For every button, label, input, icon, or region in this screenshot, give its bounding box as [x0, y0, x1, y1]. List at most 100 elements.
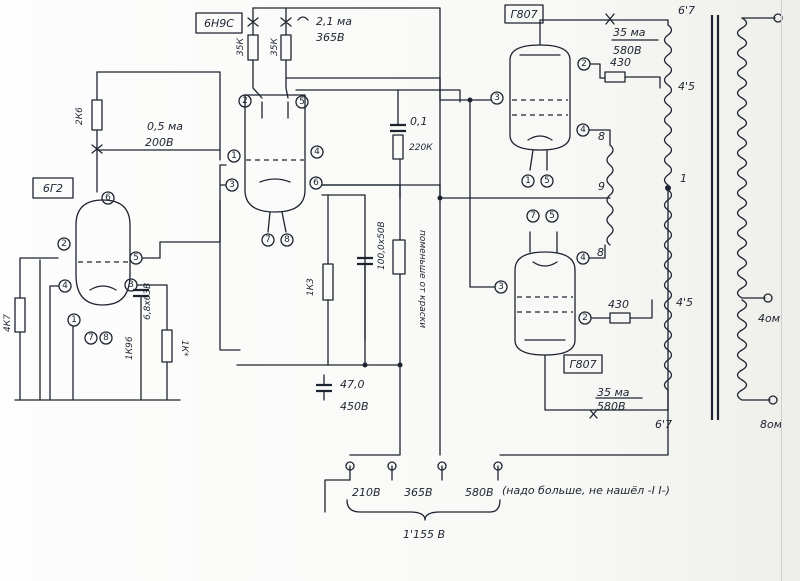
- input-ground-lines: [72, 295, 168, 401]
- driver-pin-4: [310, 145, 324, 159]
- svg-text:1К3: 1К3: [306, 278, 316, 296]
- driver-label-box: [195, 12, 243, 34]
- svg-text:3: 3: [494, 93, 500, 103]
- svg-text:2: 2: [582, 313, 588, 323]
- driver-cathode-resistor: [322, 263, 334, 301]
- coupling-capacitor: [390, 123, 406, 133]
- svg-text:8: 8: [103, 333, 109, 343]
- svg-text:5: 5: [549, 211, 555, 221]
- svg-text:1: 1: [680, 172, 687, 185]
- svg-text:6,8х63В: 6,8х63В: [143, 283, 153, 320]
- svg-text:35 ма: 35 ма: [613, 26, 646, 39]
- svg-text:8: 8: [597, 246, 604, 259]
- transformer-core: [710, 15, 720, 420]
- svg-text:200В: 200В: [145, 136, 174, 149]
- svg-text:365В: 365В: [404, 486, 433, 499]
- svg-text:6'7: 6'7: [678, 4, 695, 17]
- driver-plate-b: [295, 89, 461, 103]
- svg-text:5: 5: [544, 176, 550, 186]
- svg-text:2: 2: [242, 96, 248, 106]
- svg-text:1: 1: [71, 315, 77, 325]
- svg-text:6'7: 6'7: [655, 418, 672, 431]
- svg-text:580В: 580В: [613, 44, 642, 57]
- input-cathode: [89, 285, 117, 291]
- driver-cathodes: [259, 178, 291, 183]
- svg-text:4: 4: [62, 281, 68, 291]
- svg-text:430: 430: [610, 56, 631, 69]
- svg-text:Г807: Г807: [569, 358, 596, 371]
- svg-text:35К: 35К: [270, 38, 280, 56]
- svg-text:4: 4: [580, 125, 586, 135]
- svg-text:3: 3: [498, 282, 504, 292]
- driver-load-leads: [252, 7, 287, 36]
- driver-plates: [261, 101, 289, 119]
- current-marks: [247, 17, 292, 27]
- input-cathode-resistor: [161, 329, 173, 363]
- svg-text:6Г2: 6Г2: [43, 182, 63, 195]
- svg-text:5: 5: [299, 97, 305, 107]
- svg-text:7: 7: [530, 211, 536, 221]
- svg-text:1: 1: [525, 176, 531, 186]
- svg-text:0,5 ма: 0,5 ма: [147, 120, 183, 133]
- svg-text:8: 8: [598, 130, 605, 143]
- svg-text:35К: 35К: [236, 38, 246, 56]
- secondary-lower-winding: [736, 297, 771, 401]
- bottom-screen-to-tx: [629, 299, 653, 319]
- svg-text:450В: 450В: [340, 400, 369, 413]
- svg-text:1К96: 1К96: [125, 336, 135, 360]
- input-label-box: [32, 177, 74, 199]
- driver-pin-8: [280, 233, 294, 247]
- b-plus-rail: [252, 7, 441, 101]
- driver-pin-5: [295, 95, 309, 109]
- svg-text:3: 3: [128, 280, 134, 290]
- input-grid-wire: [19, 257, 59, 299]
- top-plate: [519, 19, 611, 56]
- svg-text:7: 7: [265, 235, 271, 245]
- svg-text:9: 9: [598, 180, 605, 193]
- input-grid-resistor: [14, 297, 26, 333]
- svg-text:1К*: 1К*: [179, 340, 189, 357]
- driver-pin-6: [309, 176, 323, 190]
- driver-load-resistor-a: [247, 34, 259, 61]
- driver-pin-1: [227, 149, 241, 163]
- input-envelope: [75, 199, 131, 306]
- supply-brace: [346, 499, 501, 521]
- terminal-posts: [349, 465, 499, 481]
- bottom-heater-cathode: [529, 231, 558, 267]
- svg-text:6: 6: [313, 178, 319, 188]
- svg-text:580В: 580В: [597, 400, 626, 413]
- svg-text:220К: 220К: [409, 143, 433, 153]
- secondary-winding: [736, 17, 748, 299]
- bottom-output-label-box: [563, 354, 603, 374]
- top-screen-resistor: [604, 71, 626, 83]
- driver-envelope: [244, 94, 306, 213]
- cathode-winding: [606, 144, 614, 246]
- svg-text:8: 8: [284, 235, 290, 245]
- svg-text:4: 4: [314, 147, 320, 157]
- primary-winding-top: [663, 24, 673, 186]
- bottom-screen-resistor: [609, 312, 631, 324]
- top-output-envelope: [509, 44, 571, 151]
- bottom-grids: [517, 296, 573, 313]
- svg-text:2К6: 2К6: [75, 107, 85, 125]
- ground-lead: [324, 479, 351, 513]
- input-current-mark: [91, 144, 103, 154]
- primary-ct-to-supply: [499, 189, 669, 456]
- bottom-grid-wire: [469, 99, 496, 288]
- input-g2-wire: [141, 199, 221, 259]
- top-cathode: [527, 135, 553, 171]
- svg-text:3: 3: [229, 180, 235, 190]
- svg-text:2,1 ма: 2,1 ма: [316, 15, 352, 28]
- terminal-common: [773, 13, 783, 23]
- driver-pin-7: [261, 233, 275, 247]
- svg-text:Г807: Г807: [510, 8, 537, 21]
- grid-leak-resistor: [392, 134, 404, 160]
- top-current-mark: [605, 13, 615, 25]
- pot-resistor: [392, 239, 406, 275]
- svg-text:4: 4: [580, 253, 586, 263]
- svg-text:(надо больше, не нашёл -I I-): (надо больше, не нашёл -I I-): [502, 484, 670, 497]
- driver-cathode-wires: [321, 184, 401, 341]
- top-screen-to-tx: [624, 76, 661, 89]
- top-screen-wire: [589, 63, 606, 79]
